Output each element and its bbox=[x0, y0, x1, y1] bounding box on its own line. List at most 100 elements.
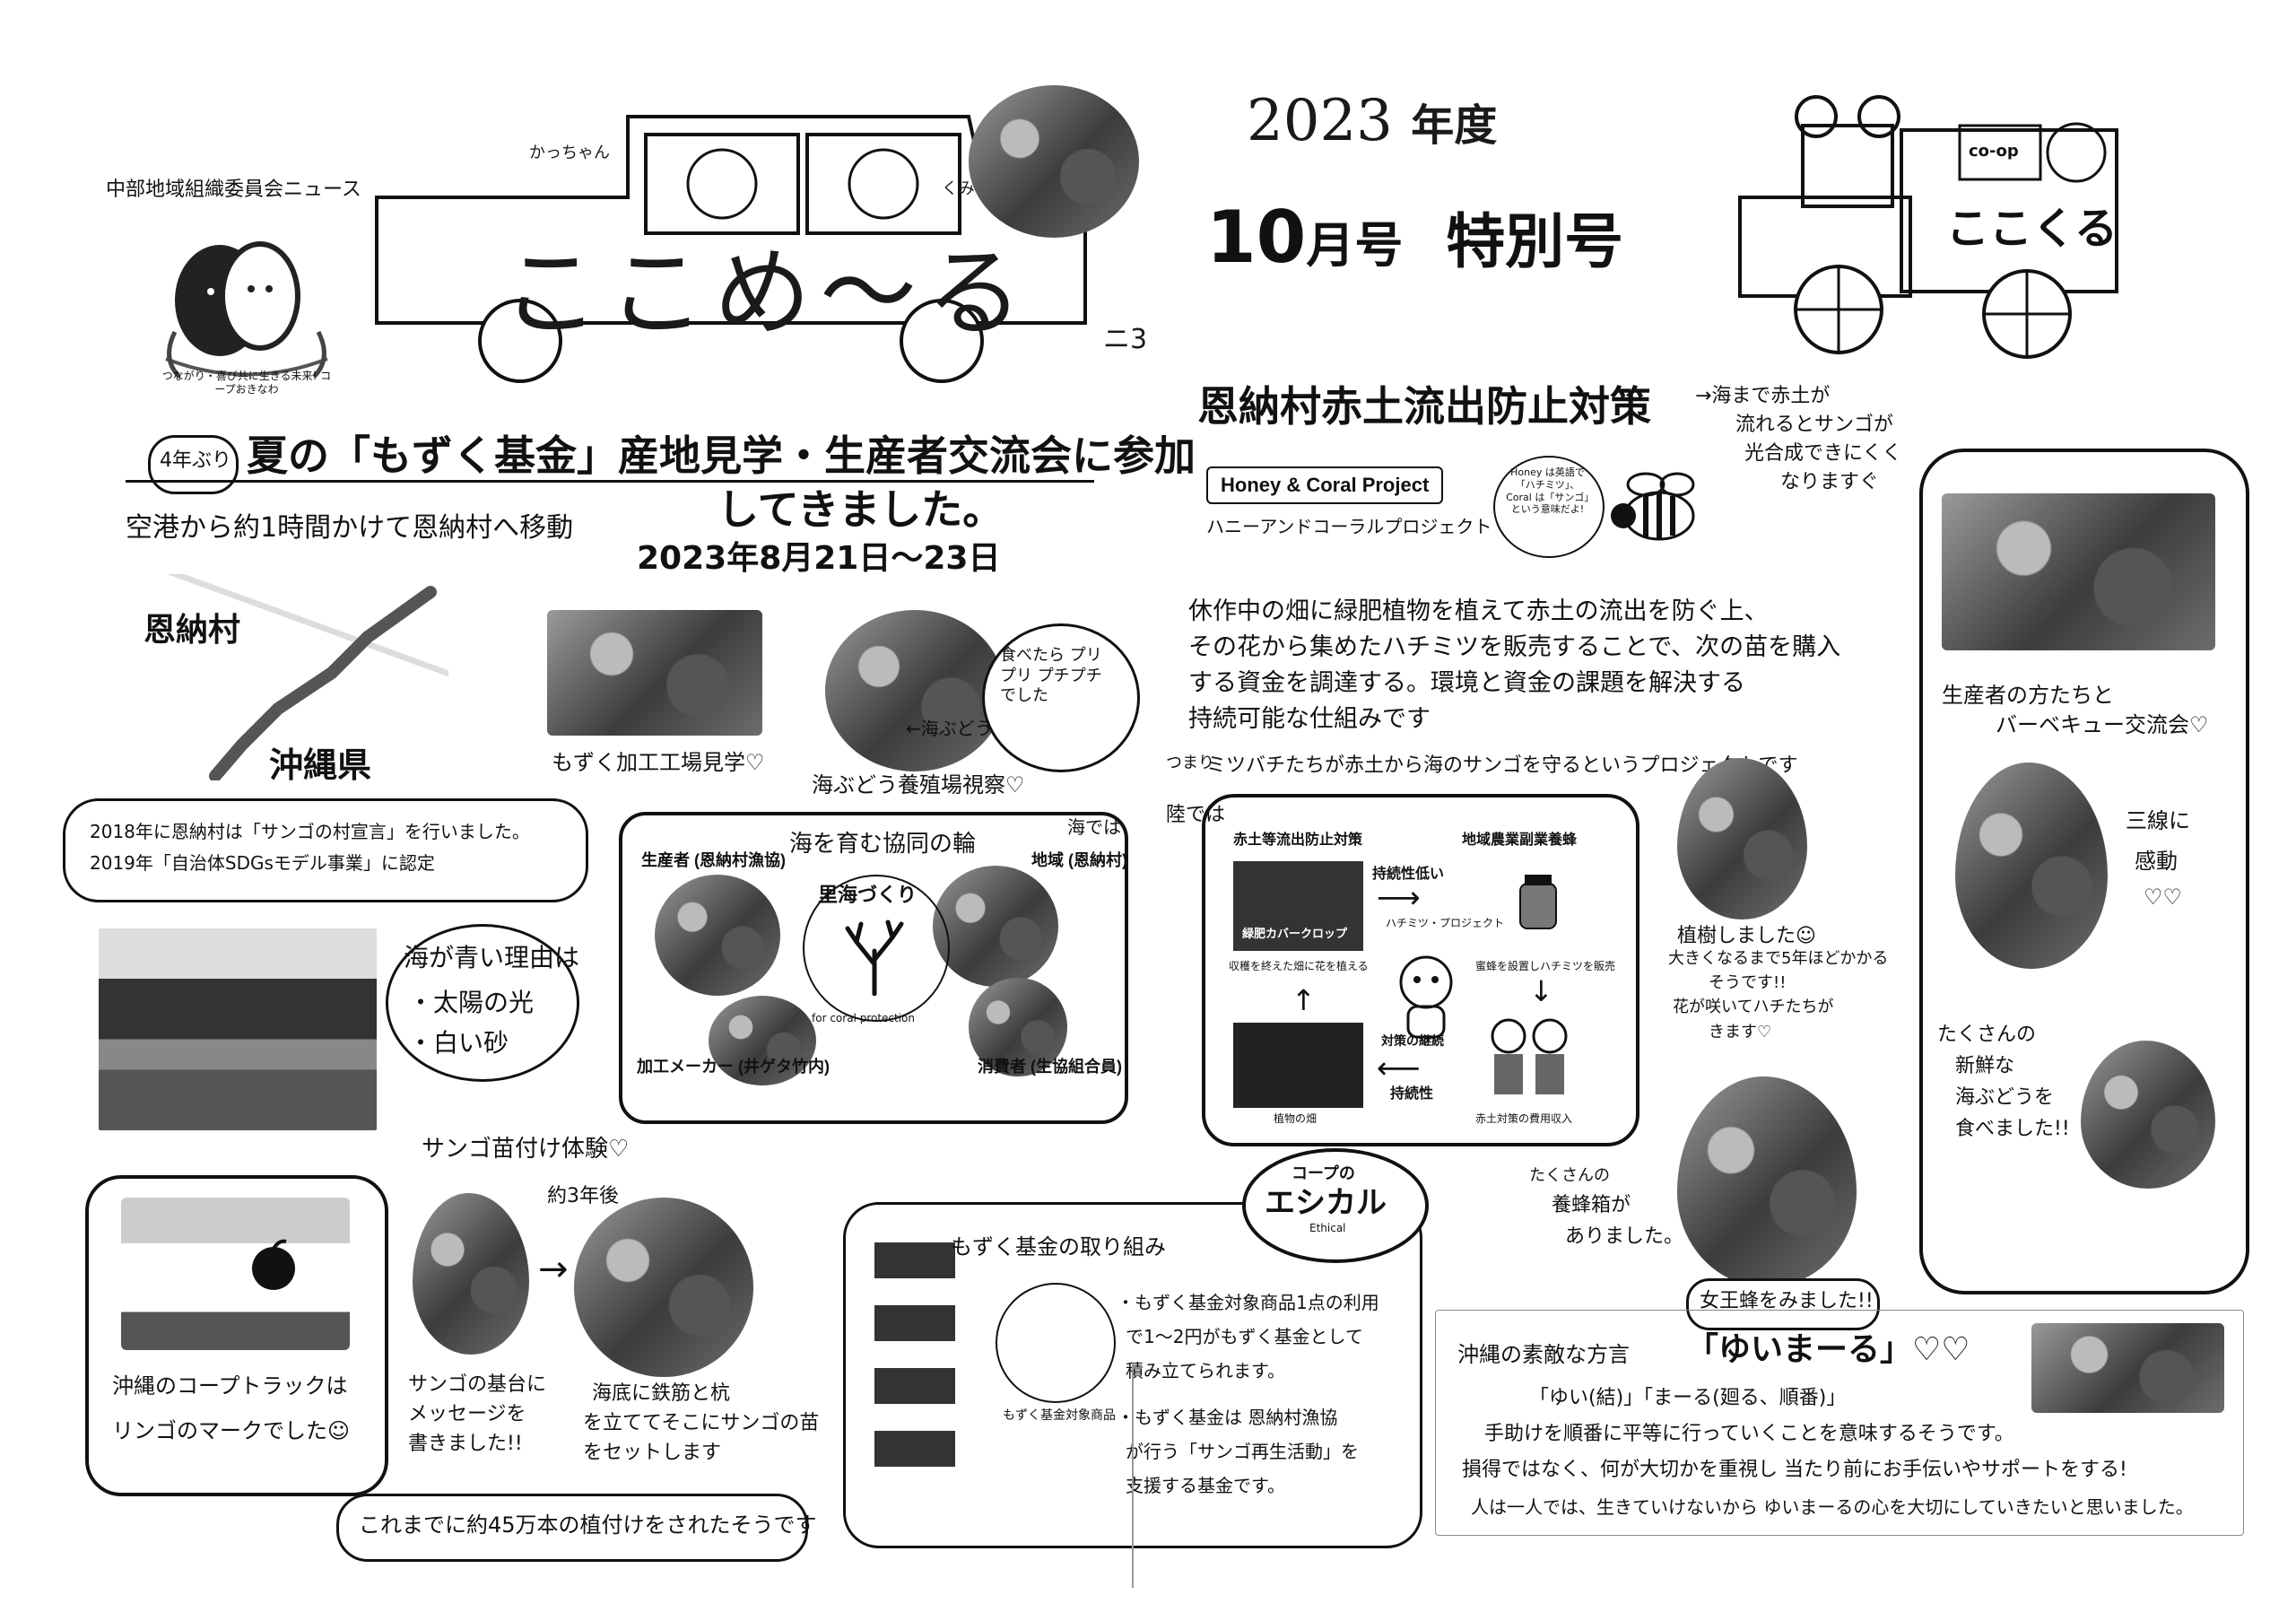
sanshin-note-2: 感動 bbox=[2135, 849, 2178, 874]
logo-caption: つながり・喜び共に生きる未来! コープおきなわ bbox=[161, 370, 332, 396]
dialect-line-3: 人は一人では、生きていけないから ゆいまーるの心を大切にしていきたいと思いました… bbox=[1471, 1496, 2194, 1518]
sanshin-note-1: 三線に bbox=[2126, 808, 2190, 833]
fund-line-3: 積み立てられます。 bbox=[1126, 1360, 1285, 1381]
umibudo-eat-3: 海ぶどうを bbox=[1955, 1086, 2055, 1109]
ring-note: 海では bbox=[1067, 816, 1121, 838]
planted-note-3: そうです!! bbox=[1709, 973, 1787, 992]
topic-note-3: 光合成できにくく bbox=[1744, 442, 1902, 465]
planted-note-2: 大きくなるまで5年ほどかかる bbox=[1668, 949, 1889, 968]
seabed-1: 海底に鉄筋と杭 bbox=[592, 1382, 731, 1405]
planted-note-5: きます♡ bbox=[1709, 1023, 1772, 1041]
blue-reason-title: 海が青い理由は bbox=[404, 943, 580, 972]
beebox-note-2: 養蜂箱が bbox=[1552, 1194, 1631, 1216]
issue-title: 10月号 特別号 bbox=[1206, 193, 1623, 283]
umibudo-eat-2: 新鮮な bbox=[1955, 1055, 2015, 1077]
bee-bubble-text: Honey は英語で「ハチミツ」、Coral は「サンゴ」という意味だよ! bbox=[1506, 466, 1589, 516]
planted-cloud bbox=[336, 1494, 808, 1562]
ring-region-label: 地域 (恩納村) bbox=[1031, 851, 1127, 869]
fund-line-2: で1～2円がもずく基金として bbox=[1126, 1326, 1363, 1347]
project-desc-2: その花から集めたハチミツを販売することで、次の苗を購入 bbox=[1188, 633, 1841, 661]
diag-right-title: 地域農業副業養蜂 bbox=[1462, 832, 1578, 848]
org-name: 中部地域組織委員会ニュース bbox=[106, 179, 361, 201]
factory-caption: もずく加工工場見学♡ bbox=[552, 750, 765, 775]
group-photo-top bbox=[969, 85, 1139, 238]
main-headline: 夏の「もずく基金」産地見学・生産者交流会に参加 bbox=[247, 431, 1196, 480]
coral-years-label: 約3年後 bbox=[547, 1185, 619, 1207]
truck-photo-frame bbox=[85, 1175, 388, 1496]
coop-ethical-small: コープの bbox=[1292, 1164, 1355, 1183]
page-divider bbox=[1132, 1364, 1134, 1588]
coop-ethical-big: エシカル bbox=[1265, 1185, 1387, 1221]
diag-arrow-up-icon: ↑ bbox=[1292, 983, 1316, 1017]
fund-badge-text: もずく基金対象商品 bbox=[1003, 1408, 1116, 1423]
diag-arrow-down-icon: ↓ bbox=[1529, 974, 1553, 1008]
ring-maker-photo bbox=[709, 996, 816, 1085]
project-desc-1: 休作中の畑に緑肥植物を植えて赤土の流出を防ぐ上、 bbox=[1188, 597, 1769, 625]
diag-sell-label: 蜜蜂を設置しハチミツを販売 bbox=[1475, 960, 1616, 972]
honey-jar-icon bbox=[1519, 875, 1557, 929]
truck-caption-2: リンゴのマークでした☺ bbox=[112, 1418, 351, 1443]
farmers-icon bbox=[1491, 1018, 1568, 1094]
ring-center-label: 里海づくり bbox=[818, 885, 918, 907]
bee-note-prefix: つまり bbox=[1166, 754, 1214, 772]
seabed-3: をセットします bbox=[583, 1442, 722, 1464]
ring-coral-text: for coral protection bbox=[812, 1012, 915, 1024]
umibudo-photo bbox=[825, 610, 1004, 771]
planted-text: これまでに約45万本の植付けをされたそうです bbox=[359, 1512, 817, 1538]
sanshin-note-3: ♡♡ bbox=[2144, 885, 2183, 910]
grown-coral-photo bbox=[574, 1198, 753, 1377]
bear-truck-icon bbox=[1738, 95, 2118, 359]
map-village-label: 恩納村 bbox=[144, 612, 241, 649]
umibudo-eat-1: たくさんの bbox=[1937, 1024, 2037, 1046]
bbq-photo bbox=[1942, 493, 2215, 650]
topic-note-2: 流れるとサンゴが bbox=[1735, 414, 1894, 436]
badge-4years bbox=[148, 435, 239, 494]
coral-experience-title: サンゴ苗付け体験♡ bbox=[422, 1136, 630, 1163]
fund-badge-circle bbox=[996, 1283, 1116, 1403]
fund-line-4: ・もずく基金は 恩納村漁協 bbox=[1117, 1407, 1338, 1428]
ring-title: 海を育む協同の輪 bbox=[789, 831, 977, 858]
ring-diagram-frame bbox=[619, 812, 1128, 1124]
bbq-frame bbox=[1919, 449, 2249, 1294]
dialect-line-1: 手助けを順番に平等に行っていくことを意味するそうです。 bbox=[1484, 1423, 2014, 1445]
umibudo-farm-caption: 海ぶどう養殖場視察♡ bbox=[812, 772, 1025, 797]
truck-caption-1: 沖縄のコープトラックは bbox=[112, 1373, 348, 1399]
car-mark: ニ3 bbox=[1103, 324, 1148, 355]
sea-photo bbox=[99, 928, 377, 1130]
okinawa-map bbox=[135, 574, 448, 780]
queen-text: 女王蜂をみました!! bbox=[1700, 1290, 1874, 1312]
dialect-meaning: 「ゆい(結)」「まーる(廻る、順番)」 bbox=[1529, 1387, 1847, 1409]
apple-logo-icon bbox=[252, 1239, 295, 1290]
ring-consumer-photo bbox=[969, 978, 1067, 1076]
sanshin-photo bbox=[1955, 763, 2108, 969]
umibudo-pack-photo bbox=[2081, 1041, 2215, 1189]
project-kana: ハニーアンドコーラルプロジェクト bbox=[1206, 516, 1492, 537]
issue-year: 2023 年度 bbox=[1247, 85, 1497, 157]
diag-cover-crop-photo bbox=[1233, 861, 1363, 951]
coral-tree-icon bbox=[845, 919, 904, 996]
fund-title: もずく基金の取り組み bbox=[951, 1234, 1166, 1259]
diag-keep-label: 対策の継続 bbox=[1381, 1033, 1444, 1048]
taste-bubble-text: 食べたら プリプリ プチプチ でした bbox=[1000, 646, 1102, 705]
fund-line-5: が行う「サンゴ再生活動」を bbox=[1126, 1441, 1359, 1462]
diag-sustain-label: 持続性 bbox=[1390, 1086, 1434, 1102]
planted-note-1: 植樹しました☺ bbox=[1677, 925, 1816, 947]
truck-logo: ここくる bbox=[1946, 204, 2118, 254]
coral-arrow-icon: → bbox=[538, 1249, 569, 1290]
declaration-line-1: 2018年に恩納村は「サンゴの村宣言」を行いました。 bbox=[90, 821, 530, 842]
car-name-left: かっちゃん bbox=[529, 144, 610, 162]
umibudo-label: ←海ぶどう bbox=[906, 718, 993, 739]
headline-underline bbox=[126, 480, 1094, 483]
diag-photo-label: 緑肥カバークロップ bbox=[1242, 927, 1348, 940]
beehive-photo bbox=[1677, 1076, 1857, 1287]
shisa-photo bbox=[2031, 1323, 2224, 1413]
ring-maker-label: 加工メーカー (井ゲタ竹内) bbox=[637, 1058, 830, 1076]
queen-bubble bbox=[1686, 1278, 1880, 1330]
blue-reason-bubble bbox=[386, 924, 579, 1082]
diag-arrow-left-icon: ⟵ bbox=[1377, 1050, 1421, 1086]
project-desc-3: する資金を調達する。環境と資金の課題を解決する bbox=[1188, 669, 1745, 697]
map-shape-icon bbox=[209, 586, 437, 780]
bbq-caption-2: バーベキュー交流会♡ bbox=[1996, 712, 2209, 737]
diag-field-label: 植物の畑 bbox=[1274, 1112, 1318, 1125]
factory-photo bbox=[547, 610, 762, 736]
